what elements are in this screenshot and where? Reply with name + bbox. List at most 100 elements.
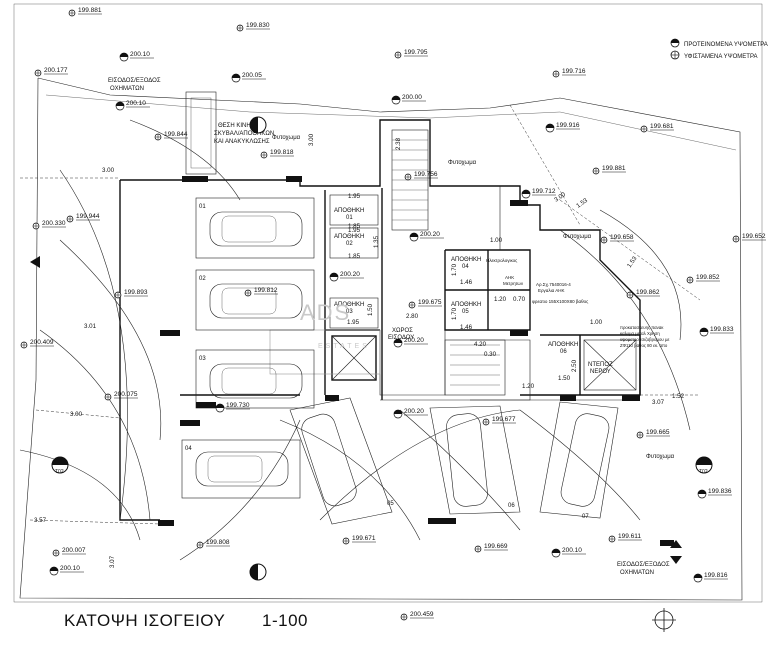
dimension: 2.50 (571, 359, 578, 372)
dimension: 2.38 (395, 137, 402, 150)
dimension: 3.00 (70, 411, 83, 418)
level-value: 200.075 (114, 391, 138, 398)
existing-level-marker: 199.671 (342, 535, 376, 545)
dimension: 4.20 (474, 341, 487, 348)
dimension: 1.50 (367, 303, 374, 316)
existing-level-marker: 199.844 (154, 131, 188, 141)
level-value: 199.944 (76, 213, 100, 220)
lobby-label-2: ΕΙΣΟΔΟΥ (388, 335, 414, 341)
watermark-subtitle: ESTATES (318, 343, 370, 350)
dimension: 1.50 (558, 375, 571, 382)
planting-label: Φυτοχωμα (272, 135, 301, 141)
proposed-level-marker: 199.836 (697, 488, 732, 499)
entrance-arrow-icon (30, 256, 682, 564)
note-line-2: καλυμα μεταλ Χρηση (620, 331, 660, 336)
storage-04-label: ΑΠΟΘΗΚΗ (451, 257, 481, 263)
existing-level-marker: 199.611 (608, 533, 642, 543)
dimension: 1.00 (590, 319, 603, 326)
stairs (391, 129, 506, 396)
level-value: 199.665 (646, 429, 670, 436)
level-value: 199.671 (352, 535, 376, 542)
existing-level-marker: 199.830 (236, 22, 270, 32)
lobby-label-1: ΧΩΡΟΣ (392, 328, 413, 334)
proposed-level-marker: 200.05 (231, 72, 266, 83)
level-value: 200.05 (242, 72, 262, 79)
dimension: 1.53 (575, 197, 589, 210)
existing-level-marker: 199.716 (552, 68, 586, 78)
existing-level-marker: 199.677 (482, 416, 516, 426)
proposed-level-marker: 200.10 (115, 100, 150, 111)
proposed-level-marker: 200.20 (393, 408, 428, 419)
level-value: 200.10 (130, 51, 150, 58)
level-value: 200.20 (340, 271, 360, 278)
water-tank-label-2: ΝΕΡΟΥ (590, 369, 611, 375)
level-value: 199.712 (532, 188, 556, 195)
storage-01-label: ΑΠΟΘΗΚΗ (334, 208, 364, 214)
parking-number: 07 (582, 514, 589, 520)
plan-labels: ΕΙΣΟΔΟΣ/ΕΞΟΔΟΣ ΟΧΗΜΑΤΩΝ ΘΕΣΗ ΚΙΝΗΤΩΝ ΣΚΥ… (108, 78, 675, 576)
watermark-logo: ADS (300, 300, 351, 325)
level-value: 199.881 (78, 7, 102, 14)
dimension: 3.01 (84, 323, 97, 330)
level-value: 199.658 (610, 234, 634, 241)
level-value: 200.10 (126, 100, 146, 107)
dimension: 1.95 (347, 319, 360, 326)
existing-level-marker: 199.881 (592, 165, 626, 175)
bins-label-3: ΚΑΙ ΑΝΑΚΥΚΛΩΣΗΣ (214, 139, 270, 145)
existing-level-marker: 199.756 (404, 171, 438, 181)
level-value: 199.833 (710, 326, 734, 333)
dimension: 1.53 (626, 255, 639, 269)
parking-number: 06 (508, 503, 515, 509)
storage-01-number: 01 (346, 215, 353, 221)
parking-numbers: 01 02 03 04 05 06 07 (185, 204, 589, 520)
existing-level-marker: 200.459 (400, 611, 434, 621)
vehicles-label-top: ΟΧΗΜΑΤΩΝ (110, 86, 144, 92)
level-value: 199.808 (206, 539, 230, 546)
dimension: 3.07 (652, 399, 665, 406)
legend: ΠΡΟΤΕΙΝΟΜΕΝΑ ΥΨΟΜΕΤΡΑ ΥΦΙΣΤΑΜΕΝΑ ΥΨΟΜΕΤΡ… (670, 38, 768, 60)
dimension: 1.52 (672, 393, 685, 400)
storage-06-label: ΑΠΟΘΗΚΗ (548, 342, 578, 348)
north-arrow-icon (652, 608, 676, 632)
dimension: 1.85 (348, 253, 361, 260)
legend-existing: ΥΦΙΣΤΑΜΕΝΑ ΥΨΟΜΕΤΡΑ (684, 54, 758, 60)
dimension: 1.46 (460, 324, 473, 331)
proposed-level-marker: 200.20 (329, 271, 364, 282)
storage-02-number: 02 (346, 241, 353, 247)
dimension: 0.30 (484, 351, 497, 358)
meter-tools: Εργαλια ΑΗΚ (538, 288, 565, 293)
bins-label-1: ΘΕΣΗ ΚΙΝΗΤΩΝ (218, 123, 263, 129)
section-marker-left: T02 (51, 456, 69, 475)
pit-label: φρεατιο 155Χ100Χ80 βαθος (532, 299, 589, 304)
water-tank-label-1: ΝΤΕΠΟΖ (588, 362, 613, 368)
level-value: 199.830 (246, 22, 270, 29)
level-value: 199.816 (704, 572, 728, 579)
water-tank (583, 339, 637, 391)
level-value: 199.844 (164, 131, 188, 138)
existing-level-marker: 200.409 (20, 339, 54, 349)
meter-number: Αρ.Σχ.7540016-4 (536, 282, 571, 287)
level-value: 199.681 (650, 123, 674, 130)
dimension: 1.35 (373, 235, 380, 248)
parking-number: 04 (185, 446, 192, 452)
level-value: 200.20 (404, 337, 424, 344)
level-value: 199.836 (708, 488, 732, 495)
level-value: 200.10 (60, 565, 80, 572)
level-value: 200.459 (410, 611, 434, 618)
drawing-border (13, 3, 763, 603)
existing-level-marker: 200.177 (34, 67, 68, 77)
level-value: 199.716 (562, 68, 586, 75)
proposed-level-marker: 199.916 (545, 122, 580, 133)
parking-number: 01 (199, 204, 206, 210)
proposed-level-marker: 200.20 (409, 231, 444, 242)
dimension: 1.95 (348, 227, 361, 234)
bin-area (185, 91, 217, 175)
level-value: 200.177 (44, 67, 68, 74)
existing-level-marker: 199.658 (600, 234, 634, 244)
dimension: 1.70 (451, 263, 458, 276)
storage-rooms-left (329, 194, 379, 329)
section-marker-bottom (249, 563, 267, 581)
dimensions: 3.00 3.00 2.38 1.95 1.95 1.85 1.85 1.35 … (34, 133, 685, 568)
level-value: 200.409 (30, 339, 54, 346)
level-value: 200.007 (62, 547, 86, 554)
